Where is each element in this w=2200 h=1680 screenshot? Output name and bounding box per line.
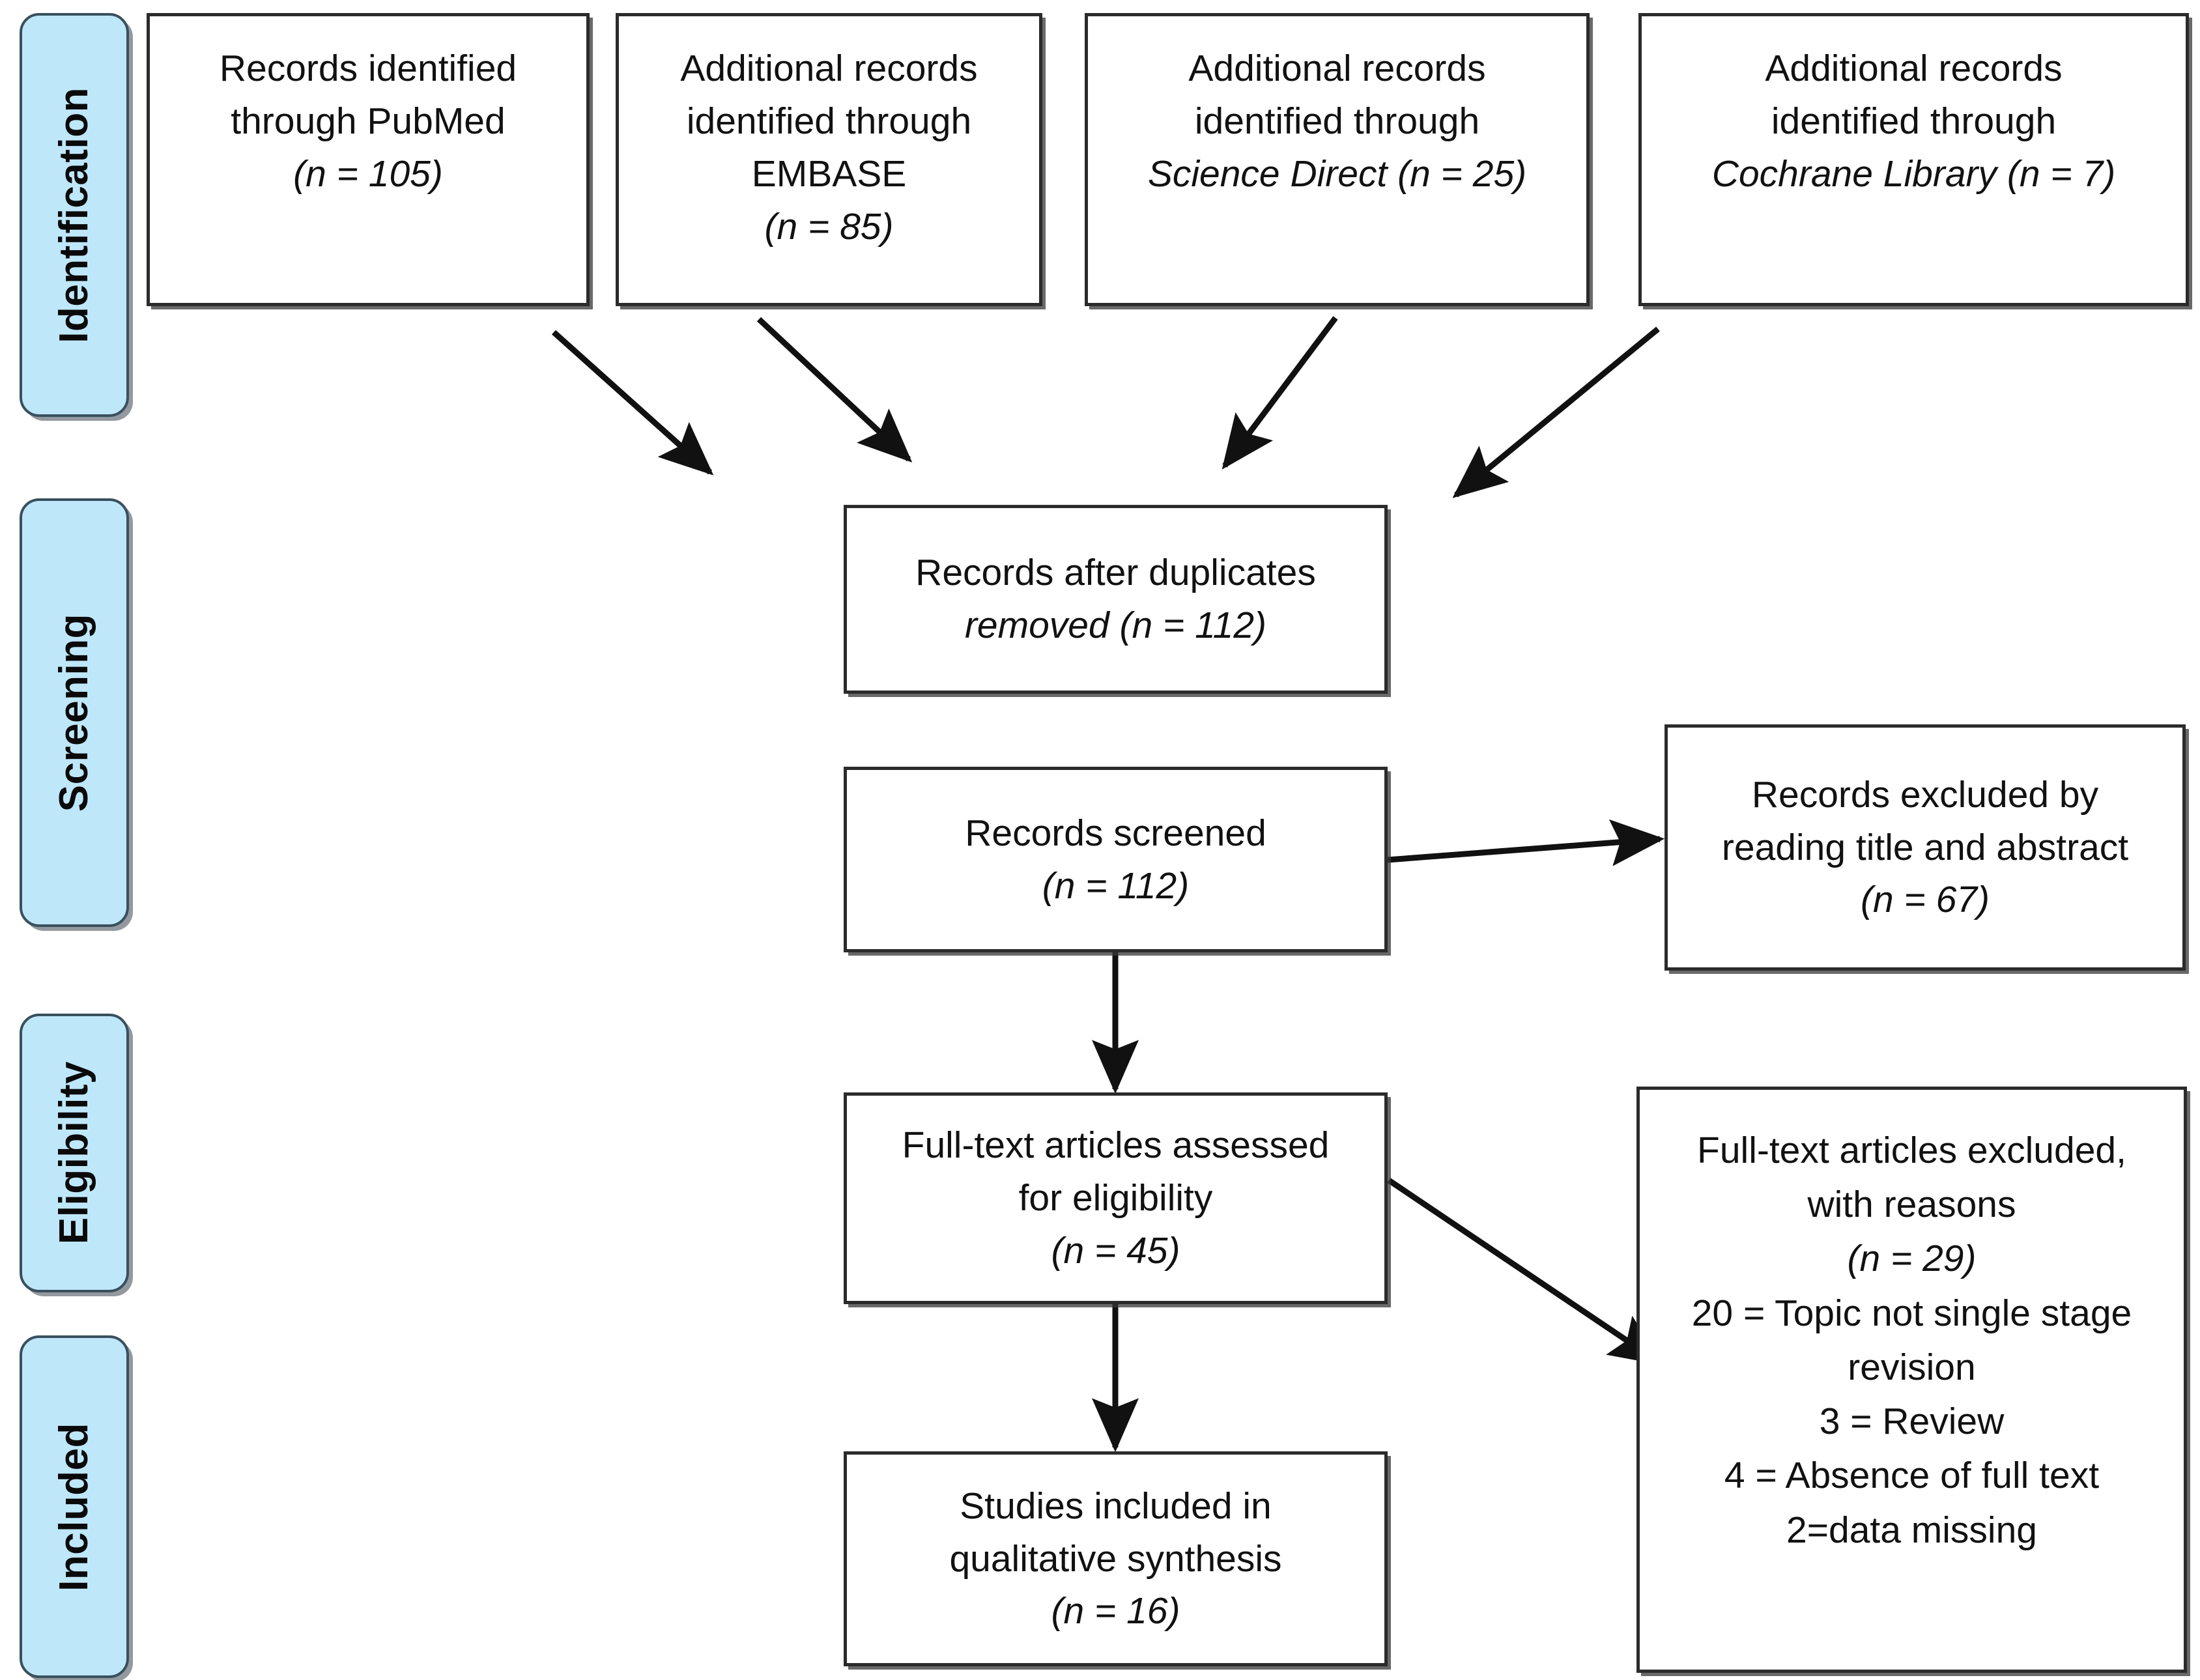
arrow-embase-to-duplicates [756, 317, 913, 463]
stage-pill-screening: Screening [20, 498, 129, 927]
source-pubmed-line2: through PubMed [231, 100, 506, 142]
fulltext-assessed-line2: for eligibility [1018, 1177, 1213, 1219]
arrow-screened-to-excluded [1387, 819, 1665, 866]
box-fulltext-assessed: Full-text articles assessed for eligibili… [844, 1092, 1388, 1304]
arrow-cochrane-to-duplicates [1452, 326, 1660, 498]
source-box-pubmed-text: Records identified through PubMed (n = 105… [203, 16, 534, 201]
studies-included-line3: (n = 16) [1051, 1590, 1180, 1632]
stage-pill-included: Included [20, 1335, 129, 1678]
stage-label-screening: Screening [51, 613, 96, 812]
box-studies-included-text: Studies included in qualitative synthesis… [932, 1480, 1298, 1638]
duplicates-line1: Records after duplicates [915, 552, 1316, 594]
box-fulltext-assessed-text: Full-text articles assessed for eligibili… [885, 1119, 1347, 1277]
source-embase-line3: EMBASE [751, 152, 907, 195]
source-sciencedirect-line3: Science Direct (n = 25) [1147, 152, 1527, 195]
studies-included-line2: qualitative synthesis [949, 1537, 1282, 1580]
source-pubmed-line1: Records identified [219, 48, 517, 89]
screened-line1: Records screened [965, 812, 1266, 854]
studies-included-line1: Studies included in [960, 1485, 1272, 1527]
fulltext-assessed-line3: (n = 45) [1051, 1229, 1180, 1272]
screened-line2: (n = 112) [1042, 864, 1190, 907]
source-embase-line1: Additional records [680, 48, 978, 89]
box-records-excluded-text: Records excluded by reading title and abs… [1705, 769, 2145, 927]
box-records-screened: Records screened (n = 112) [844, 767, 1388, 952]
stage-label-identification: Identification [51, 87, 96, 343]
duplicates-line2: removed (n = 112) [964, 605, 1267, 646]
fulltext-excluded-line1: Full-text articles excluded, [1697, 1130, 2126, 1171]
source-cochrane-line1: Additional records [1765, 48, 2063, 89]
arrow-sciencedirect-to-duplicates [1221, 316, 1338, 470]
stage-label-included: Included [51, 1422, 96, 1591]
box-records-screened-text: Records screened (n = 112) [948, 807, 1283, 913]
box-duplicates-removed: Records after duplicates removed (n = 112… [844, 505, 1388, 694]
stage-pill-identification: Identification [20, 13, 129, 417]
box-records-excluded: Records excluded by reading title and abs… [1664, 724, 2186, 971]
arrow-pubmed-to-duplicates [551, 330, 714, 476]
stage-pill-eligibility: Eligibility [20, 1014, 129, 1292]
source-box-pubmed: Records identified through PubMed (n = 105… [147, 13, 590, 306]
arrow-fulltext-to-excluded [1387, 1178, 1664, 1366]
source-sciencedirect-line1: Additional records [1188, 48, 1486, 89]
stage-label-eligibility: Eligibility [51, 1061, 96, 1245]
source-pubmed-count: (n = 105) [293, 152, 443, 195]
box-studies-included: Studies included in qualitative synthesis… [844, 1451, 1388, 1666]
records-excluded-line1: Records excluded by [1751, 773, 2099, 816]
records-excluded-line3: (n = 67) [1860, 879, 1990, 921]
fulltext-assessed-line1: Full-text articles assessed [902, 1124, 1330, 1167]
fulltext-excluded-reasons: 20 = Topic not single stage revision 3 =… [1691, 1292, 2132, 1551]
source-cochrane-line2: identified through [1771, 100, 2057, 142]
box-fulltext-excluded-text: Full-text articles excluded, with reasons… [1675, 1090, 2149, 1558]
source-cochrane-line3: Cochrane Library (n = 7) [1711, 152, 2116, 195]
records-excluded-line2: reading title and abstract [1721, 826, 2129, 868]
source-embase-line2: identified through [686, 100, 972, 142]
fulltext-excluded-line2: with reasons [1807, 1184, 2016, 1226]
source-sciencedirect-line2: identified through [1194, 100, 1480, 142]
box-duplicates-removed-text: Records after duplicates removed (n = 112… [898, 547, 1333, 652]
source-embase-count: (n = 85) [764, 205, 894, 248]
box-fulltext-excluded: Full-text articles excluded, with reasons… [1636, 1087, 2187, 1673]
fulltext-excluded-line3: (n = 29) [1847, 1238, 1977, 1280]
